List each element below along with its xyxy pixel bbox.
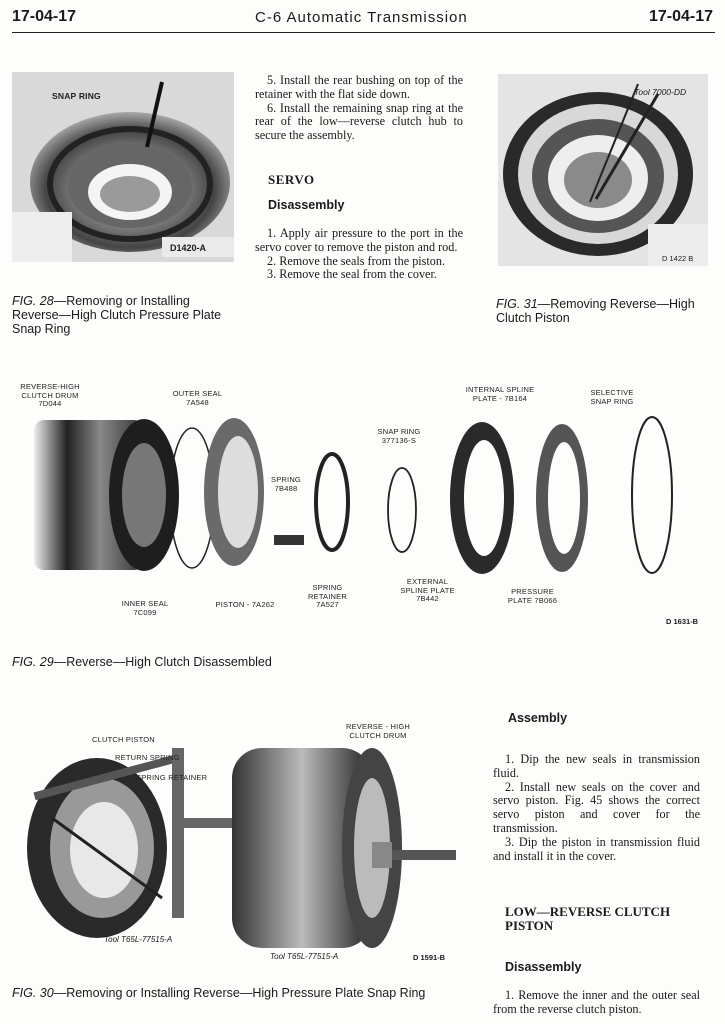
servo-step-3: 3. Remove the seal from the cover.	[267, 267, 437, 282]
fig29-caption: FIG. 29—Reverse—High Clutch Disassembled	[12, 655, 412, 669]
fig30-caption: FIG. 30—Removing or Installing Reverse—H…	[12, 986, 462, 1000]
assembly-step-1: 1. Dip the new seals in transmission flu…	[493, 752, 700, 780]
step-5: 5. Install the rear bushing on top of th…	[255, 73, 463, 101]
servo-disassembly-steps: 1. Apply air pressure to the port in the…	[255, 226, 463, 282]
low-reverse-step-1: 1. Remove the inner and the outer seal f…	[493, 988, 700, 1016]
fig31-caption-number: FIG. 31	[496, 297, 538, 311]
page-number-right: 17-04-17	[648, 8, 713, 25]
servo-step-1: 1. Apply air pressure to the port in the…	[255, 226, 463, 254]
fig30-caption-text: —Removing or Installing Reverse—High Pre…	[53, 986, 426, 1000]
fig30-caption-number: FIG. 30	[12, 986, 54, 1000]
fig28-caption-number: FIG. 28	[12, 294, 54, 308]
fig29-label-snap-ring: SNAP RING 377136-S	[377, 427, 421, 445]
fig30-illustration	[12, 718, 462, 968]
step-6: 6. Install the remaining snap ring at th…	[255, 100, 463, 143]
fig31-caption: FIG. 31—Removing Reverse—High Clutch Pis…	[496, 297, 696, 325]
fig29-label-piston: PISTON - 7A262	[215, 600, 275, 609]
fig30-label-tool-b: Tool T65L-77515-A	[270, 952, 339, 961]
fig29-label-inner-seal: INNER SEAL 7C099	[121, 599, 169, 617]
fig29-label-pressure-plate: PRESSURE PLATE 7B066	[507, 587, 558, 605]
fig28-photo	[12, 72, 234, 262]
assembly-step-2: 2. Install new seals on the cover and se…	[493, 779, 700, 835]
fig29-illustration	[12, 380, 712, 650]
fig29-caption-number: FIG. 29	[12, 655, 54, 669]
fig29-label-outer-seal: OUTER SEAL 7A548	[172, 389, 223, 407]
assembly-heading: Assembly	[508, 711, 568, 725]
servo-step-2: 2. Remove the seals from the piston.	[267, 253, 446, 268]
fig29-label-external-spline: EXTERNAL SPLINE PLATE 7B442	[400, 577, 455, 603]
fig28-caption-text: —Removing or Installing Reverse—High Clu…	[12, 294, 222, 336]
fig29-caption-text: —Reverse—High Clutch Disassembled	[53, 655, 272, 669]
fig29-label-drum: REVERSE-HIGH CLUTCH DRUM 7D044	[20, 382, 80, 408]
low-reverse-steps: 1. Remove the inner and the outer seal f…	[493, 988, 700, 1017]
low-reverse-heading: LOW—REVERSE CLUTCH PISTON	[505, 904, 671, 933]
fig31-tool-label: Tool 7000-DD	[634, 87, 687, 97]
fig30-label-return-spring: RETURN SPRING	[115, 753, 180, 762]
middle-column: 5. Install the rear bushing on top of th…	[255, 73, 463, 143]
header-rule	[12, 32, 715, 33]
fig30-code: D 1591-B	[413, 953, 446, 962]
fig30-label-drum: REVERSE - HIGH CLUTCH DRUM	[345, 722, 411, 740]
fig31-photo	[498, 74, 708, 266]
fig29-label-spring: SPRING 7B488	[271, 475, 301, 493]
fig28-caption: FIG. 28—Removing or Installing Reverse—H…	[12, 294, 232, 336]
fig28-code: D1420-A	[170, 243, 207, 253]
page-title: C-6 Automatic Transmission	[255, 9, 468, 26]
assembly-steps: 1. Dip the new seals in transmission flu…	[493, 752, 700, 863]
fig29-label-internal-spline: INTERNAL SPLINE PLATE - 7B164	[465, 385, 535, 403]
assembly-step-3: 3. Dip the piston in transmission fluid …	[493, 834, 700, 863]
fig30-label-tool-a: Tool T65L-77515-A	[104, 935, 173, 944]
fig31-caption-text: —Removing Reverse—High Clutch Piston	[496, 297, 695, 325]
page-number-left: 17-04-17	[12, 8, 77, 25]
fig29-code: D 1631-B	[666, 617, 699, 626]
fig30-label-spring-retainer: SPRING RETAINER	[136, 773, 208, 782]
fig30-label-clutch-piston: CLUTCH PISTON	[92, 735, 155, 744]
low-reverse-disassembly-heading: Disassembly	[505, 960, 582, 974]
fig28-label-snap-ring: SNAP RING	[52, 91, 101, 101]
fig29-label-spring-retainer: SPRING RETAINER 7A527	[308, 583, 347, 609]
fig29-label-selective-snap-ring: SELECTIVE SNAP RING	[590, 388, 634, 406]
servo-heading: SERVO	[268, 172, 315, 187]
fig31-code: D 1422 B	[662, 254, 694, 263]
servo-disassembly-heading: Disassembly	[268, 198, 345, 212]
